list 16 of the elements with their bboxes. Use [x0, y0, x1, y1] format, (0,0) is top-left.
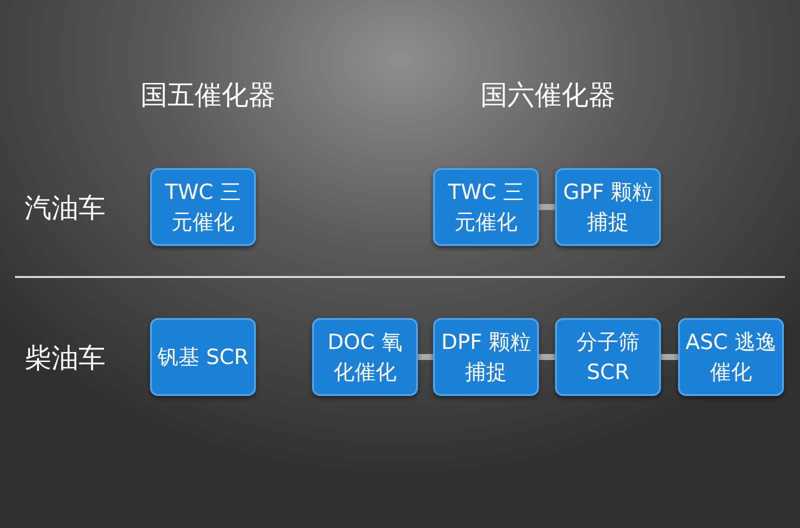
- catalyst-box: DOC 氧化催化: [312, 318, 418, 396]
- column-heading: 国五催化器: [140, 79, 276, 113]
- catalyst-box: 分子筛 SCR: [555, 318, 661, 396]
- catalyst-box: DPF 颗粒捕捉: [433, 318, 539, 396]
- catalyst-box: TWC 三元催化: [433, 168, 539, 246]
- row-label: 汽油车: [24, 192, 106, 226]
- connector-line: [539, 204, 555, 210]
- catalyst-box: GPF 颗粒捕捉: [555, 168, 661, 246]
- connector-line: [661, 354, 678, 360]
- catalyst-box: TWC 三元催化: [150, 168, 256, 246]
- column-heading: 国六催化器: [480, 79, 616, 113]
- catalyst-box: ASC 逃逸催化: [678, 318, 784, 396]
- row-label: 柴油车: [24, 342, 106, 376]
- connector-line: [539, 354, 555, 360]
- connector-line: [418, 354, 433, 360]
- catalyst-box: 钒基 SCR: [150, 318, 256, 396]
